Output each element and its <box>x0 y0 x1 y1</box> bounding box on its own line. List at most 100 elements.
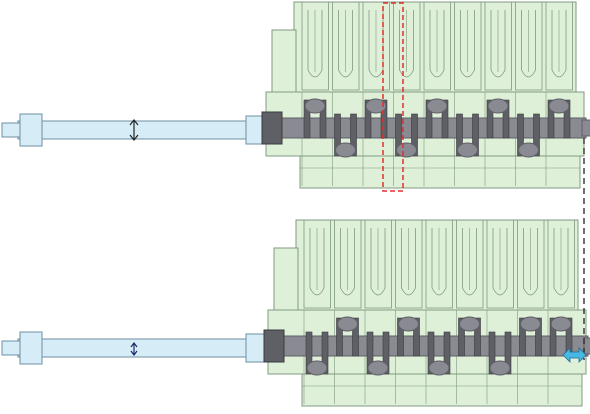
crankshaft-aft-end <box>581 119 590 137</box>
engine-oil-sump <box>301 373 583 407</box>
engine-oil-sump <box>299 155 581 189</box>
piston-outline <box>521 10 536 78</box>
crank-web <box>352 317 359 357</box>
crank-web <box>321 331 329 375</box>
annotation-overlays <box>129 2 587 363</box>
crank-pin <box>304 98 326 114</box>
crank-web <box>425 99 433 139</box>
shaft-diameter-arrow-icon <box>129 119 139 141</box>
crank-web <box>458 317 465 357</box>
crank-web <box>519 317 526 357</box>
shaft-flange-left <box>19 113 43 147</box>
piston-outline <box>551 10 567 78</box>
crank-web <box>397 317 404 357</box>
crank-web <box>305 331 313 375</box>
crank-pin <box>550 316 572 332</box>
engine-chain-drive <box>271 29 297 97</box>
crank-web <box>549 317 557 357</box>
crankshaft-flange <box>261 111 283 145</box>
crank-web <box>533 113 540 157</box>
crank-web <box>382 331 390 375</box>
shaft-flange-right <box>245 115 265 145</box>
piston-outline <box>370 228 386 296</box>
crank-pin <box>487 98 509 114</box>
piston-outline <box>307 10 323 78</box>
piston-outline <box>431 228 447 296</box>
crank-pin <box>457 142 478 158</box>
engine-chain-drive <box>273 247 299 315</box>
crank-web <box>336 317 343 357</box>
shaft-flange-left <box>19 331 43 365</box>
crank-web <box>474 317 481 357</box>
crank-web <box>364 99 372 139</box>
piston-outline <box>462 228 477 296</box>
cylinder-column <box>395 219 423 309</box>
crank-pin <box>428 360 450 376</box>
piston-outline <box>553 228 569 296</box>
crank-pin <box>365 98 387 114</box>
crank-pin <box>306 360 328 376</box>
crank-pin <box>396 142 417 158</box>
crank-web <box>547 99 555 139</box>
cylinder-column <box>484 1 512 91</box>
crank-pin <box>426 98 448 114</box>
cylinder-column <box>425 219 453 309</box>
intermediate-shaft <box>17 120 249 140</box>
crank-pin <box>518 142 539 158</box>
piston-outline <box>523 228 538 296</box>
piston-outline <box>340 228 355 296</box>
crank-web <box>488 331 496 375</box>
crank-web <box>350 113 357 157</box>
cylinder-column <box>454 1 482 91</box>
crank-web <box>380 99 388 139</box>
crank-web <box>303 99 311 139</box>
crank-web <box>334 113 341 157</box>
piston-outline <box>429 10 445 78</box>
engine-cylinder-block <box>293 1 577 95</box>
engine-cylinder-block <box>295 219 579 313</box>
shaft-diameter-arrow-icon <box>130 342 138 356</box>
shaft-flange-right <box>245 333 265 363</box>
piston-outline <box>309 228 325 296</box>
cylinder-column <box>515 1 543 91</box>
cylinder-column <box>393 1 421 91</box>
cylinder-column <box>545 1 573 91</box>
crank-web <box>472 113 479 157</box>
crank-pin <box>548 98 570 114</box>
crankshaft-flange <box>263 329 285 363</box>
crank-web <box>563 99 571 139</box>
cylinder-column <box>423 1 451 91</box>
crankshaft-aft-end <box>583 337 590 355</box>
piston-outline <box>490 10 506 78</box>
engine-view-reference <box>1 1 590 189</box>
crank-web <box>441 99 449 139</box>
shaft-end-stub <box>1 340 21 356</box>
piston-outline <box>460 10 475 78</box>
crank-pin <box>335 142 356 158</box>
cylinder-column <box>362 1 390 91</box>
crank-web <box>535 317 542 357</box>
crank-web <box>504 331 512 375</box>
crank-pin <box>459 316 480 332</box>
piston-outline <box>338 10 353 78</box>
crank-pin <box>337 316 358 332</box>
crank-web <box>486 99 494 139</box>
crank-web <box>517 113 524 157</box>
axial-shift-arrow-icon <box>562 347 587 363</box>
crank-web <box>456 113 463 157</box>
piston-outline <box>399 10 414 78</box>
crank-pin <box>398 316 419 332</box>
crank-web <box>319 99 327 139</box>
crank-web <box>395 113 402 157</box>
piston-outline <box>492 228 508 296</box>
cylinder-column <box>332 1 360 91</box>
shaft-end-stub <box>1 122 21 138</box>
engine-view-displaced <box>1 219 590 407</box>
cylinder-column <box>364 219 392 309</box>
highlight-box <box>382 2 404 192</box>
cylinder-column <box>486 219 514 309</box>
crank-web <box>502 99 510 139</box>
crank-pin <box>367 360 389 376</box>
crank-pin <box>520 316 541 332</box>
cylinder-column <box>517 219 545 309</box>
